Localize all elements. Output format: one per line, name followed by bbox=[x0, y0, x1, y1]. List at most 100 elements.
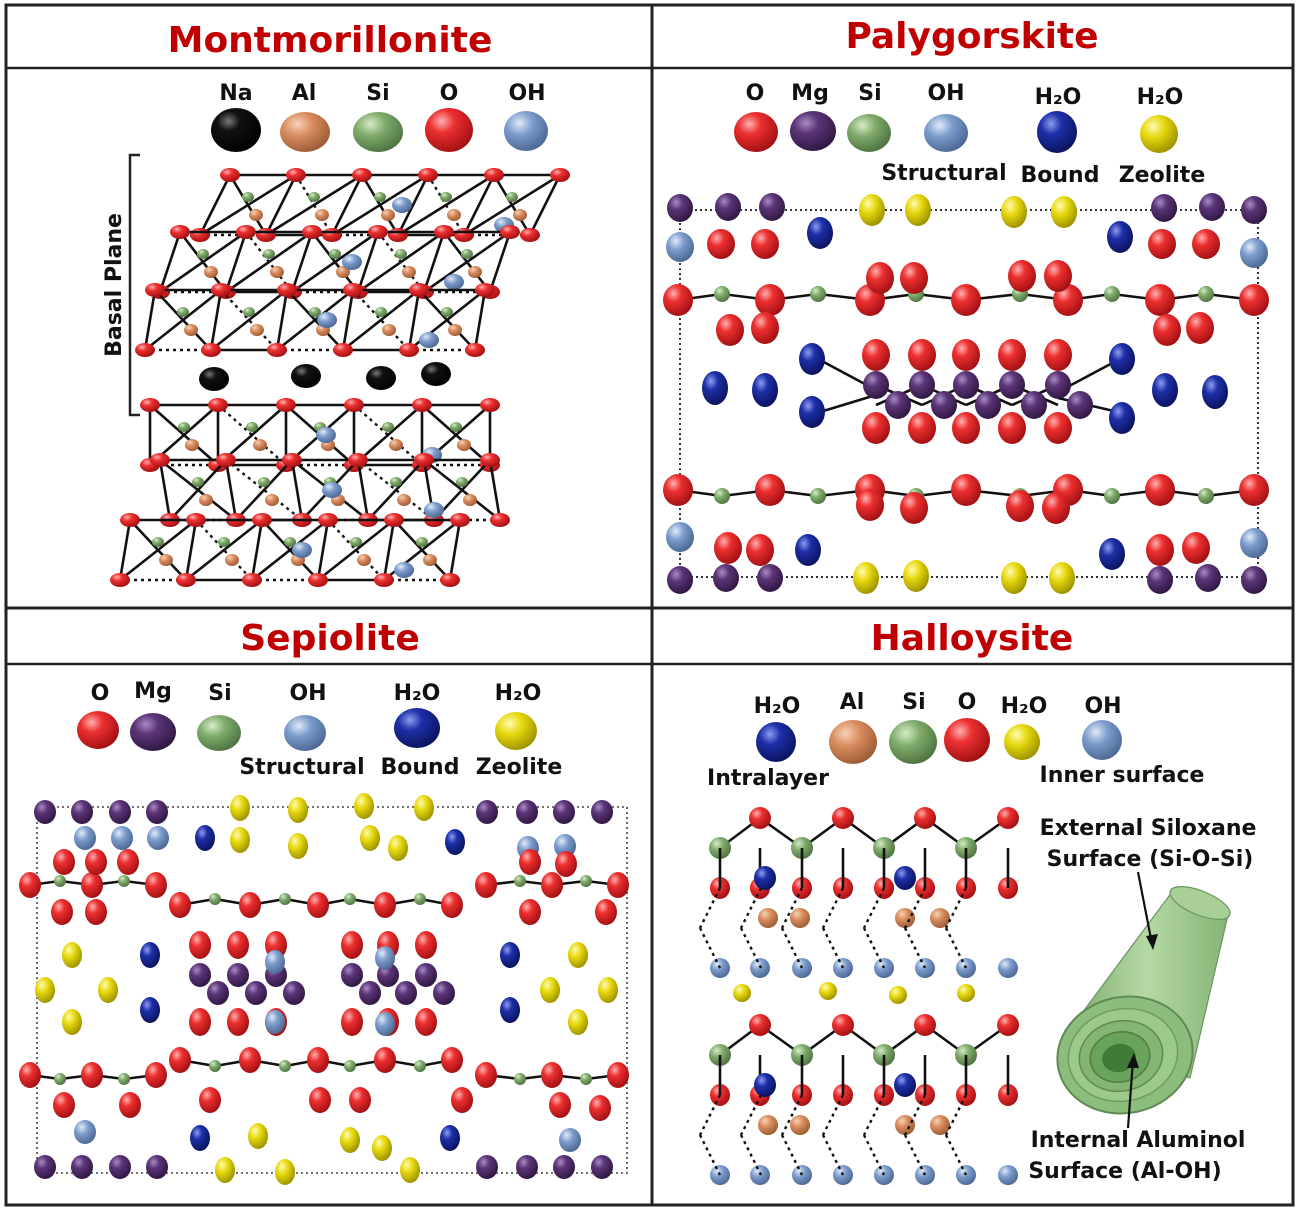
chemical-bond bbox=[291, 230, 379, 294]
legend-swatch-o bbox=[734, 112, 778, 152]
zeolitic-water-atom bbox=[372, 1135, 392, 1161]
chemical-bond bbox=[235, 459, 293, 521]
hydroxyl-atom bbox=[559, 1128, 581, 1152]
magnesium-atom bbox=[227, 963, 249, 987]
silicon-atom bbox=[441, 307, 453, 317]
magnesium-atom bbox=[207, 981, 229, 1005]
oxygen-atom bbox=[1148, 229, 1176, 259]
oxygen-atom bbox=[374, 892, 396, 918]
tot-sheet bbox=[110, 513, 470, 587]
oxygen-atom bbox=[550, 168, 570, 182]
chemical-bond bbox=[367, 459, 425, 521]
oxygen-atom bbox=[220, 168, 240, 182]
oxygen-atom bbox=[607, 872, 629, 898]
oxygen-atom bbox=[714, 532, 742, 564]
chemical-bond bbox=[331, 173, 429, 237]
magnesium-atom bbox=[189, 963, 211, 987]
oxygen-atom bbox=[307, 1047, 329, 1073]
silicon-atom bbox=[1104, 286, 1120, 302]
hydrogen-bond bbox=[862, 887, 886, 929]
magnesium-atom bbox=[591, 1155, 613, 1179]
silicon-atom bbox=[178, 422, 190, 432]
hydrogen-bond bbox=[903, 927, 927, 969]
magnesium-atom bbox=[667, 566, 693, 594]
bound-water-atom bbox=[440, 1125, 460, 1151]
hydrogen-bond bbox=[739, 887, 763, 929]
silicon-atom bbox=[54, 1073, 66, 1085]
oxygen-atom bbox=[216, 453, 236, 467]
legend-label-si: Si bbox=[858, 81, 881, 106]
sublabel-bound: Bound bbox=[381, 755, 460, 780]
oxygen-atom bbox=[322, 228, 342, 242]
oxygen-atom bbox=[441, 892, 463, 918]
magnesium-atom bbox=[931, 391, 957, 419]
chemical-bond bbox=[225, 230, 313, 294]
magnesium-atom bbox=[1199, 193, 1225, 221]
oxygen-atom bbox=[85, 899, 107, 925]
magnesium-atom bbox=[1241, 566, 1267, 594]
zeolitic-water-atom bbox=[388, 835, 408, 861]
silicon-atom bbox=[177, 307, 189, 317]
aluminium-atom bbox=[249, 209, 263, 221]
zeolitic-water-atom bbox=[568, 1009, 588, 1035]
chemical-bond bbox=[224, 459, 238, 521]
oxygen-atom bbox=[1008, 260, 1036, 292]
legend-swatch-h2o-bound bbox=[394, 708, 440, 748]
silicon-atom bbox=[580, 875, 592, 887]
oxygen-atom bbox=[755, 474, 785, 506]
oxygen-atom bbox=[333, 343, 353, 357]
sublabel-intralayer: Intralayer bbox=[707, 766, 829, 791]
oxygen-atom bbox=[412, 398, 432, 412]
zeolitic-water-atom bbox=[215, 1157, 235, 1183]
aluminium-atom bbox=[930, 908, 950, 928]
zeolitic-water-atom bbox=[62, 1009, 82, 1035]
hydroxyl-atom bbox=[147, 826, 169, 850]
oxygen-atom bbox=[414, 453, 434, 467]
oxygen-atom bbox=[998, 412, 1026, 444]
aluminium-atom bbox=[402, 266, 416, 278]
oxygen-atom bbox=[484, 168, 504, 182]
hydrogen-bond bbox=[780, 1094, 804, 1136]
oxygen-atom bbox=[117, 849, 139, 875]
oxygen-atom bbox=[176, 573, 196, 587]
silicon-atom bbox=[440, 192, 452, 202]
zeolitic-water-atom bbox=[62, 942, 82, 968]
chemical-bond bbox=[397, 173, 495, 237]
chemical-bond bbox=[353, 404, 423, 466]
silicon-atom bbox=[714, 286, 730, 302]
bound-water-atom bbox=[1099, 538, 1125, 570]
silicon-atom bbox=[329, 249, 341, 259]
legend-label-o: O bbox=[440, 81, 459, 106]
silicon-atom bbox=[1104, 488, 1120, 504]
legend-label-h2o-intralayer: H₂O bbox=[754, 694, 801, 719]
aluminium-atom bbox=[758, 1115, 778, 1135]
silicon-atom bbox=[344, 1060, 356, 1072]
bound-water-atom bbox=[140, 942, 160, 968]
halloysite-legend: H₂O Al Si O H₂O OH Intralayer Inner surf… bbox=[707, 690, 1204, 791]
magnesium-atom bbox=[759, 193, 785, 221]
oxygen-atom bbox=[856, 489, 884, 521]
sepiolite-structure bbox=[19, 793, 629, 1185]
aluminium-atom bbox=[315, 209, 329, 221]
oxygen-atom bbox=[866, 262, 894, 294]
oxygen-atom bbox=[318, 513, 338, 527]
tot-sheet bbox=[150, 453, 510, 527]
legend-swatch-mg bbox=[790, 111, 836, 151]
legend-swatch-oh bbox=[1082, 720, 1122, 760]
silicon-atom bbox=[246, 422, 258, 432]
magnesium-atom bbox=[71, 800, 93, 824]
oxygen-atom bbox=[343, 283, 363, 297]
silicon-atom bbox=[375, 307, 387, 317]
legend-swatch-o bbox=[944, 718, 990, 762]
magnesium-atom bbox=[1195, 564, 1221, 592]
hydroxyl-atom bbox=[666, 232, 694, 262]
zeolitic-water-atom bbox=[819, 982, 837, 1000]
legend-label-al: Al bbox=[292, 81, 317, 106]
zeolitic-water-atom bbox=[1051, 196, 1077, 228]
oxygen-atom bbox=[186, 513, 206, 527]
legend-label-o: O bbox=[91, 681, 110, 706]
oxygen-atom bbox=[308, 573, 328, 587]
magnesium-atom bbox=[341, 963, 363, 987]
bound-water-atom bbox=[702, 371, 728, 405]
legend-label-mg: Mg bbox=[791, 81, 829, 106]
